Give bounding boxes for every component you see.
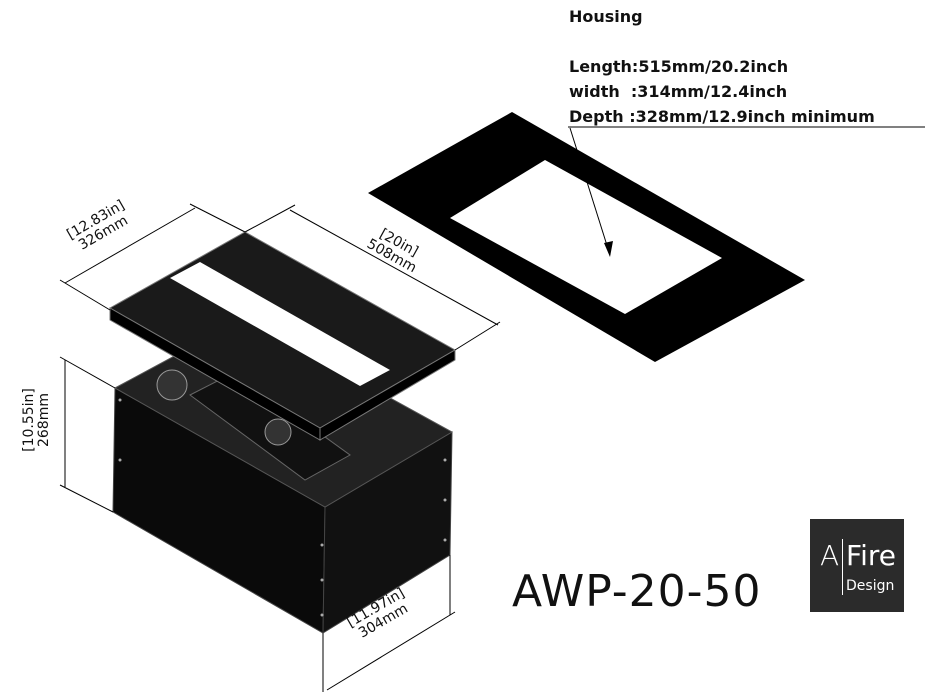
housing-length: Length:515mm/20.2inch xyxy=(569,57,789,76)
dim-height: [10.55in] 268mm xyxy=(20,388,52,452)
dim-mm: 268mm xyxy=(35,393,52,448)
lid-slot xyxy=(170,262,390,386)
model-number: AWP-20-50 xyxy=(512,566,762,617)
lid-edge xyxy=(109,307,321,441)
depth-leader-arrow xyxy=(569,127,611,256)
logo-word: Fire xyxy=(846,539,896,572)
housing-width: width :314mm/12.4inch xyxy=(569,82,788,101)
logo-divider xyxy=(842,539,843,595)
knob xyxy=(264,418,292,446)
housing-title: Housing xyxy=(569,7,643,26)
logo-letter: A xyxy=(820,539,840,572)
housing-depth: Depth :328mm/12.9inch minimum xyxy=(569,107,875,126)
logo-sub: Design xyxy=(846,578,895,594)
housing-opening xyxy=(450,160,722,314)
afire-design-logo: A Fire Design xyxy=(810,519,904,612)
knob xyxy=(156,369,188,401)
dimension-lines xyxy=(59,203,501,692)
arrow-head xyxy=(604,241,613,257)
dim-inch: [10.55in] xyxy=(20,388,37,452)
